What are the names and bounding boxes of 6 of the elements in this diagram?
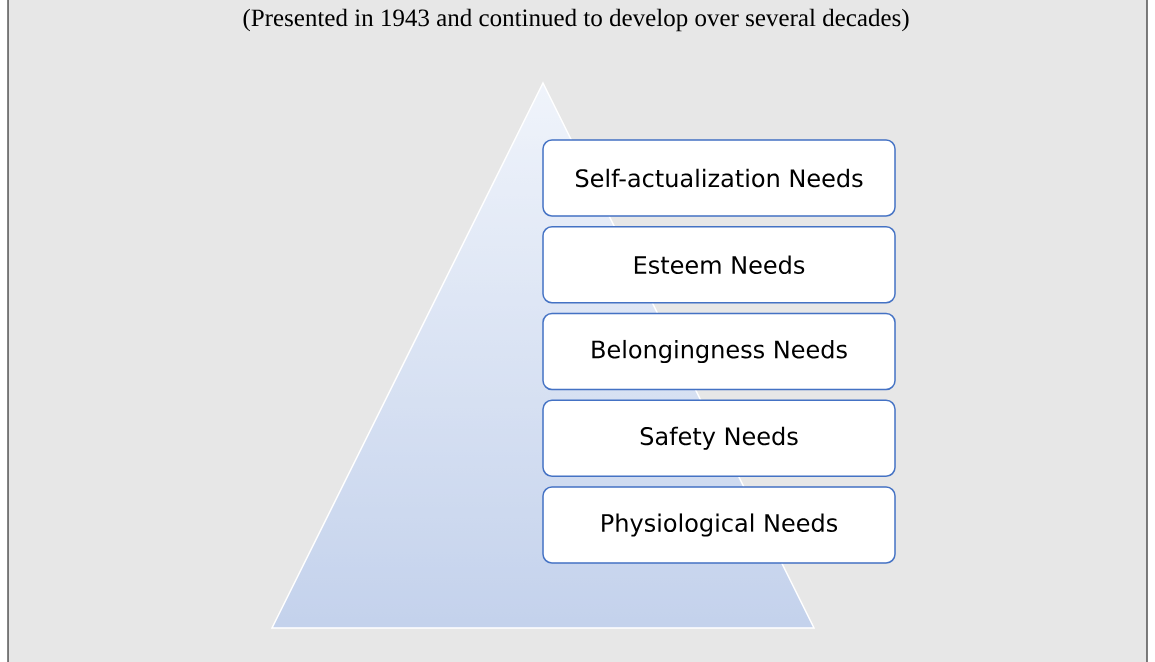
level-box: Esteem Needs [542, 226, 896, 304]
title: (Presented in 1943 and continued to develop over several decades) [243, 8, 909, 32]
level-box: Belongingness Needs [542, 312, 896, 391]
level-box: Safety Needs [542, 399, 896, 477]
level-box: Self-actualization Needs [542, 139, 896, 217]
level-box: Physiological Needs [542, 486, 896, 564]
